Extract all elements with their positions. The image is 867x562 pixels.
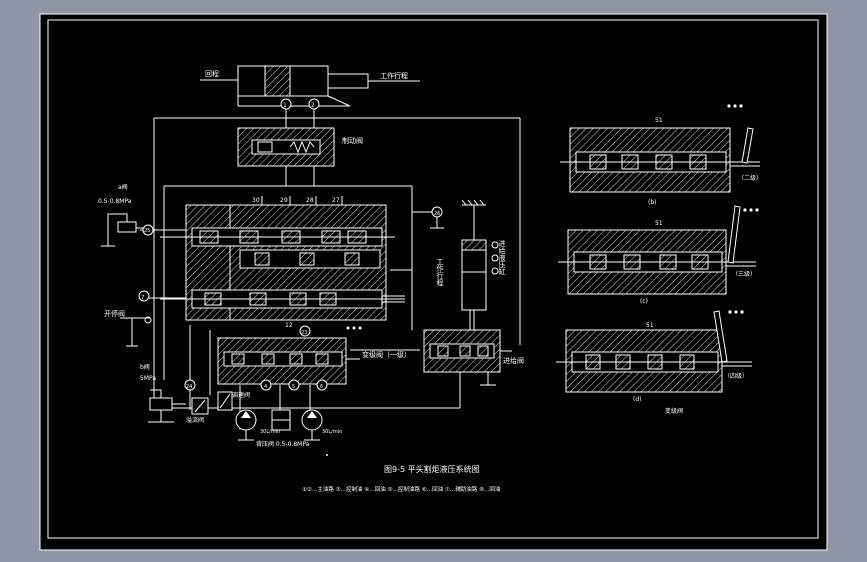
num-25-label: 25 bbox=[144, 228, 150, 234]
panel-c-num: 51 bbox=[655, 220, 663, 227]
work-stroke-vertical: 工作行程 bbox=[436, 258, 444, 287]
shift-valve-first-level bbox=[217, 326, 362, 385]
valve-top-num-27: 27 bbox=[332, 197, 340, 204]
b-valve-label: b阀 bbox=[140, 363, 150, 371]
num-12-label: 12 bbox=[285, 322, 293, 329]
throttle-valve bbox=[217, 391, 233, 411]
num-5-label: 5 bbox=[292, 384, 295, 390]
shift-valve-panel-b bbox=[560, 104, 760, 193]
valve-top-num-28: 28 bbox=[306, 197, 314, 204]
main-pressure-label: 背压阀 0.5-0.8MPa bbox=[256, 440, 310, 448]
panel-b-caption: (b) bbox=[648, 199, 657, 206]
valve-top-num-30: 30 bbox=[252, 197, 260, 204]
panel-c-caption: (c) bbox=[640, 298, 648, 305]
pump-right-flow: 30L/min bbox=[322, 429, 342, 435]
num-4-label: 4 bbox=[264, 384, 267, 390]
open-stop-valve bbox=[120, 290, 152, 347]
dot-mark bbox=[326, 454, 328, 456]
brake-valve-label: 制动阀 bbox=[342, 136, 363, 145]
relief-valve bbox=[191, 397, 209, 415]
feed-cylinder-label: 进给液压缸 bbox=[498, 240, 506, 275]
a-valve-label: a阀 bbox=[118, 183, 128, 191]
b-valve bbox=[148, 389, 186, 423]
shift-valve-caption: 变级阀 bbox=[665, 407, 683, 415]
panel-d-state: （四级） bbox=[724, 372, 748, 380]
num-23-label: 23 bbox=[301, 330, 307, 336]
brake-valve bbox=[237, 127, 335, 167]
shift-valve-label: 变级阀（一级） bbox=[362, 350, 411, 359]
panel-b-num: 51 bbox=[655, 117, 663, 124]
main-cylinder bbox=[200, 65, 420, 128]
num-6-label: 6 bbox=[320, 384, 323, 390]
a-valve-pressure: 0.5-0.8MPa bbox=[98, 198, 132, 205]
shift-valve-panel-c bbox=[558, 205, 759, 295]
panel-d-caption: (d) bbox=[633, 396, 642, 403]
pump-left bbox=[235, 409, 257, 441]
shift-valve-panel-d bbox=[556, 310, 752, 393]
feed-valve bbox=[423, 329, 512, 386]
port-6-marker bbox=[316, 379, 328, 391]
throttle-valve-label: 调速阀 bbox=[232, 391, 250, 399]
a-valve bbox=[101, 213, 154, 247]
num-24-label: 24 bbox=[186, 384, 192, 390]
cylinder-left-label: 回程 bbox=[205, 69, 219, 78]
port-1-label: 1 bbox=[283, 102, 287, 109]
valve-top-num-29: 29 bbox=[280, 197, 288, 204]
pump-left-flow: 30L/min bbox=[260, 429, 280, 435]
inner-frame bbox=[47, 19, 819, 539]
legend-line: ①②…主油路 ③…控制油 ④…回油 ⑤…控制油路 ⑥…回油 ⑦…辅助油路 ⑧…回… bbox=[302, 485, 501, 493]
num-26-label: 26 bbox=[434, 211, 440, 217]
figure-title: 图9-5 平头割炬液压系统图 bbox=[384, 464, 480, 474]
port-24-marker bbox=[184, 379, 196, 391]
relief-valve-label: 溢流阀 bbox=[186, 416, 204, 424]
feed-valve-label: 进给阀 bbox=[503, 356, 524, 365]
port-2-label: 2 bbox=[311, 102, 315, 109]
pump-motor bbox=[271, 409, 291, 431]
open-stop-valve-label: 开停阀 bbox=[104, 309, 125, 318]
num-7-label: 7 bbox=[141, 295, 144, 301]
port-4-marker bbox=[260, 379, 272, 391]
cylinder-right-label: 工作行程 bbox=[380, 71, 408, 80]
panel-b-state: （二级） bbox=[738, 174, 762, 182]
panel-c-state: （三级） bbox=[732, 270, 756, 278]
main-valve-block bbox=[160, 196, 405, 321]
b-valve-pressure: 5MPa bbox=[140, 375, 156, 382]
feed-cylinder bbox=[461, 199, 499, 330]
port-23-marker bbox=[299, 325, 311, 337]
pump-right bbox=[301, 409, 323, 441]
port-5-marker bbox=[288, 379, 300, 391]
circuit-lines bbox=[140, 117, 521, 430]
panel-d-num: 51 bbox=[646, 322, 654, 329]
